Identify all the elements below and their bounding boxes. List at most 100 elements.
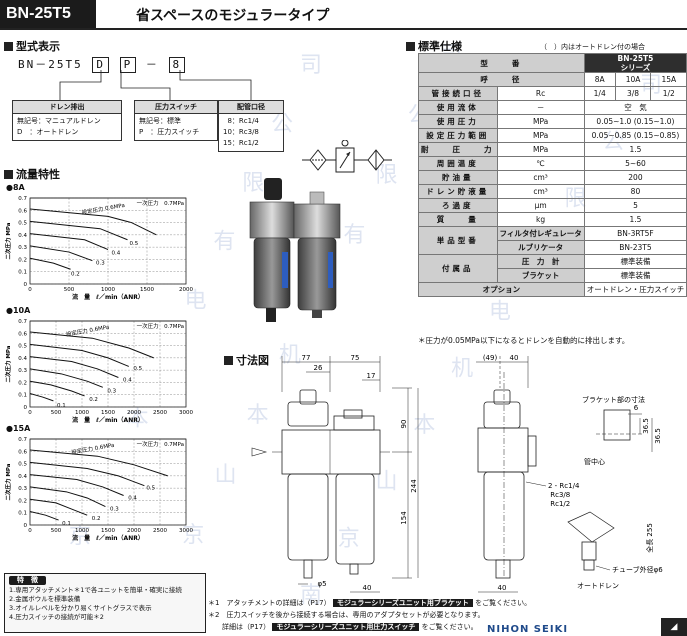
curve-label: 0.2 (89, 397, 98, 403)
unit-model-label: 単品型番 (418, 226, 498, 255)
spec-value: 1/2 (650, 86, 687, 101)
y-tick-label: 0.5 (18, 344, 27, 350)
spec-value: 15A (650, 72, 687, 87)
spec-unit: － (496, 100, 585, 115)
series-line-0.3 (29, 245, 93, 262)
spec-value: 5~60 (583, 156, 687, 171)
x-axis-label: 流 量 ℓ／min（ANR） (72, 416, 144, 423)
feature-item-1: 1.専用アタッチメント＊1で各ユニットを簡単・確実に接続 (9, 586, 182, 594)
spec-value: 1.5 (583, 212, 687, 227)
dim-part (527, 435, 537, 467)
primary-pressure-label: 一次圧力 0.7MPa (137, 440, 184, 448)
accessory-label: 付属品 (418, 254, 498, 283)
spec-row: オプションオートドレン・圧力スイッチ (418, 282, 687, 297)
bracket-ref-tag: モジュラーシリーズユニット用ブラケット (332, 599, 473, 607)
watermark-char: 电 (489, 300, 511, 325)
dim-part (581, 541, 597, 561)
y-tick-label: 0.3 (18, 486, 27, 492)
spec-value: 1/4 (583, 86, 616, 101)
dim-label: φ5 (317, 580, 326, 588)
x-tick-label: 0 (28, 528, 32, 534)
dim-label: 管中心 (584, 457, 605, 466)
y-tick-label: 0.7 (18, 319, 27, 325)
dim-label: 17 (367, 372, 376, 380)
y-tick-label: 0.2 (18, 257, 27, 263)
spec-unit: MPa (496, 128, 585, 143)
x-tick-label: 0 (28, 287, 32, 293)
dims-title: 寸法図 (224, 352, 269, 368)
spec-unit: cm³ (496, 184, 585, 199)
page-title: 省スペースのモジュラータイプ (136, 8, 330, 24)
x-tick-label: 0 (28, 410, 32, 416)
spec-label: 周囲温度 (418, 156, 498, 171)
series-line-0.6 (29, 208, 157, 236)
y-tick-label: 0.4 (18, 233, 27, 239)
x-tick-label: 2000 (127, 528, 141, 534)
spec-row: 使用流体－空 気 (418, 100, 687, 115)
x-tick-label: 1000 (75, 410, 89, 416)
series-line-0.2 (29, 380, 85, 397)
dim-part (493, 389, 511, 405)
y-tick-label: 0.4 (18, 356, 27, 362)
dim-label: チューブ外径φ6 (612, 565, 663, 574)
dim-part (583, 559, 595, 571)
primary-pressure-label: 一次圧力 0.7MPa (137, 322, 184, 330)
y-axis-label: 二次圧力 MPa (4, 222, 12, 259)
spec-value: 10A (614, 72, 652, 87)
x-axis-label: 流 量 ℓ／min（ANR） (72, 293, 144, 300)
series-line-0.4 (29, 233, 109, 251)
port-option-table: 配管口径 8：Rc1/4 10：Rc3/8 15：Rc1/2 (218, 100, 284, 152)
features-box: 特 徴 1.専用アタッチメント＊1で各ユニットを簡単・確実に接続 2.金属ボウル… (4, 573, 206, 633)
dim-label: 36.5 (642, 418, 650, 434)
series-line-0.1 (29, 393, 54, 402)
spec-unit: ℃ (496, 156, 585, 171)
curve-label: 0.1 (57, 403, 66, 409)
model-code-title: 型式表示 (4, 38, 60, 54)
y-tick-label: 0 (24, 523, 28, 529)
y-tick-label: 0.6 (18, 331, 27, 337)
y-tick-label: 0.6 (18, 208, 27, 214)
y-tick-label: 0.2 (18, 498, 27, 504)
model-code-row: BN－25T5 D P － 8 (18, 56, 186, 73)
series-line-0.6 (29, 449, 168, 477)
dim-part (335, 473, 375, 565)
spec-label: ろ過度 (418, 198, 498, 213)
dim-label: 40 (363, 584, 372, 592)
dim-label: 75 (351, 354, 360, 362)
dim-part (349, 563, 359, 575)
y-tick-label: 0.1 (18, 511, 27, 517)
y-tick-label: 0.4 (18, 474, 27, 480)
footnotes: ＊1 アタッチメントの詳細は（P17） モジュラーシリーズユニット用ブラケット … (208, 599, 532, 631)
dim-line (595, 565, 611, 571)
y-tick-label: 0.1 (18, 270, 27, 276)
dim-part (299, 389, 317, 405)
chart-label-15a: ●15A (6, 424, 31, 433)
spec-value: 5 (583, 198, 687, 213)
curve-label: 0.5 (146, 485, 155, 491)
dim-label: 全長 255 (645, 523, 654, 553)
dim-label: 244 (410, 479, 418, 493)
dim-part (343, 409, 363, 419)
y-tick-label: 0 (24, 282, 28, 288)
spec-note: （ ）内はオートドレン付の場合 (540, 43, 645, 51)
unit-model-value: BN-23T5 (583, 240, 687, 255)
curve-label: 0.1 (62, 521, 71, 527)
y-tick-label: 0.7 (18, 437, 27, 443)
spec-row: ブラケット標準装備 (419, 268, 687, 283)
spec-label: 使用圧力 (418, 114, 498, 129)
spec-value: 80 (583, 184, 687, 199)
curve-label: 0.4 (112, 251, 121, 257)
spec-label: 耐 圧 力 (418, 142, 498, 157)
curve-label: 0.3 (96, 260, 105, 266)
features-title: 特 徴 (9, 576, 46, 585)
